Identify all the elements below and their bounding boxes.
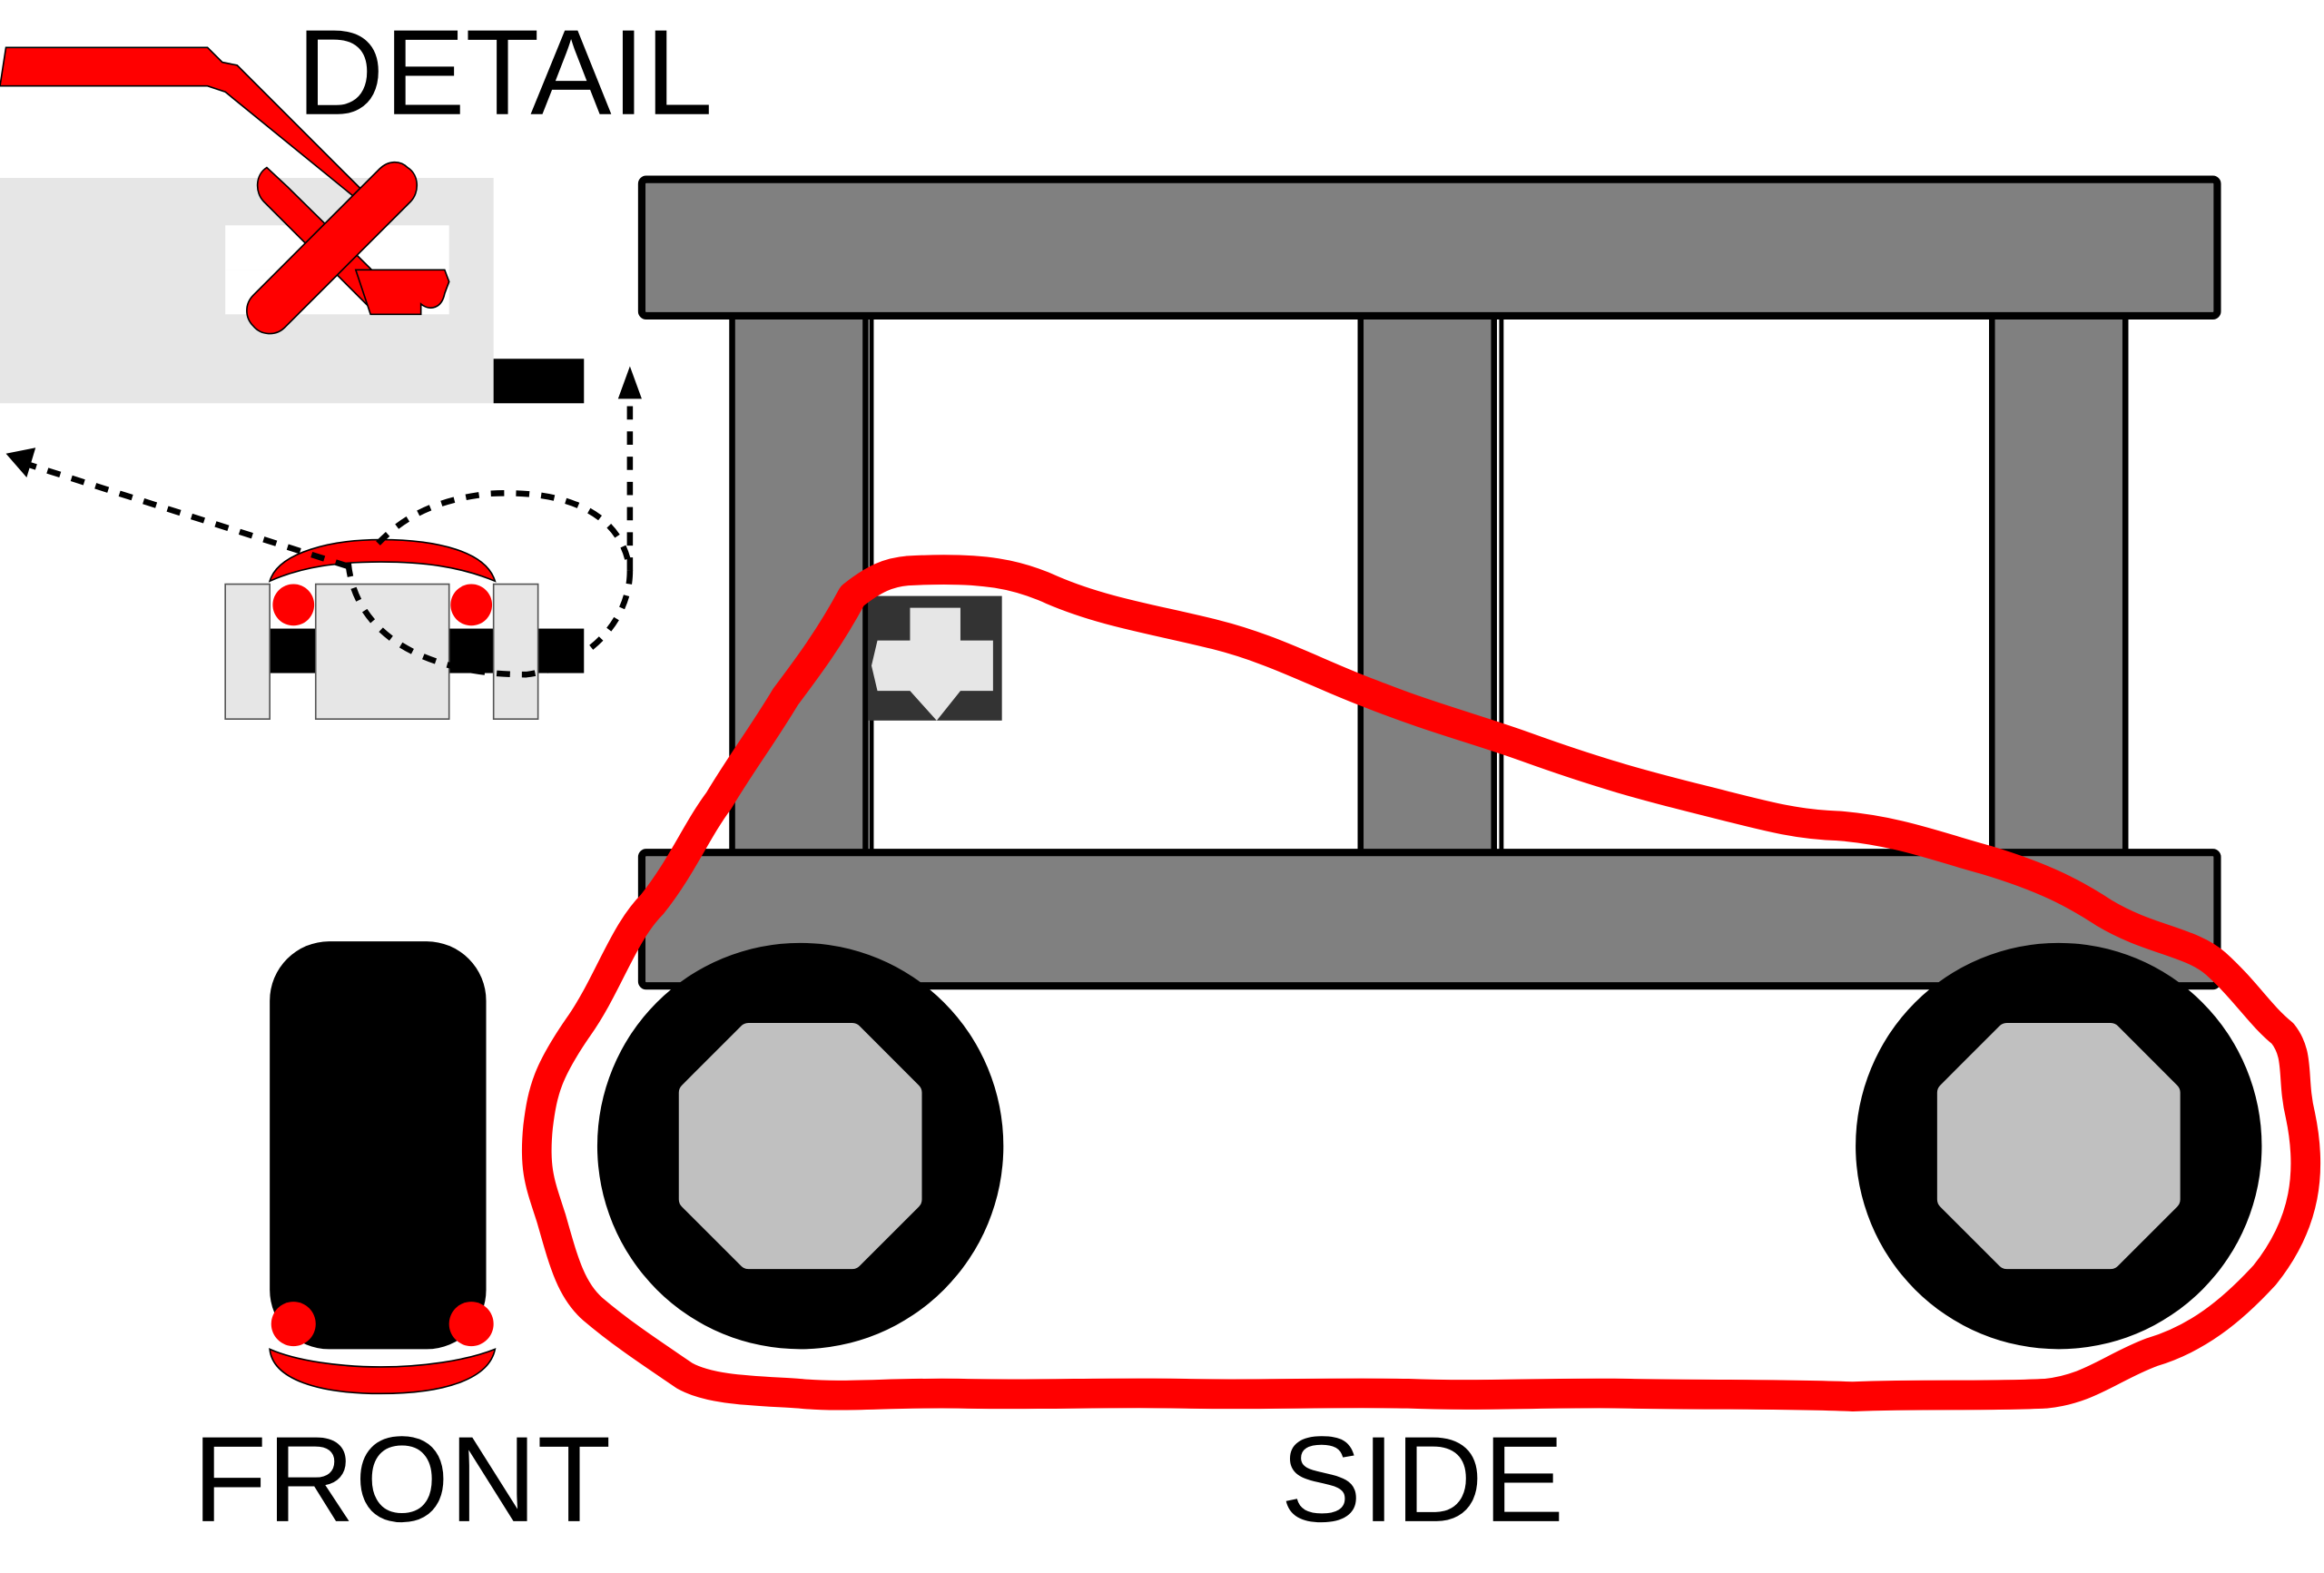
front-view xyxy=(269,941,497,1395)
front-track-band xyxy=(269,1348,497,1395)
rear-wheel-hub xyxy=(678,1023,922,1270)
cross-bracket-middle xyxy=(314,583,450,720)
cross-section xyxy=(5,366,642,720)
label-front: FRONT xyxy=(192,1412,611,1548)
front-tire xyxy=(270,941,487,1350)
cross-track-band xyxy=(268,538,497,583)
cross-bracket-right xyxy=(492,583,539,720)
frame-top-beam xyxy=(637,175,2221,320)
label-side: SIDE xyxy=(1281,1412,1564,1548)
callout-arrow-left xyxy=(5,447,36,477)
cross-bracket-left xyxy=(224,583,271,720)
frame-post-middle xyxy=(1357,308,1497,863)
drive-sprocket xyxy=(872,607,993,721)
callout-loop xyxy=(345,490,634,678)
front-track-guide-left xyxy=(271,1302,316,1347)
side-track xyxy=(521,555,2321,1411)
detail-track-foot xyxy=(354,269,450,316)
front-track-guide-right xyxy=(448,1302,494,1347)
detail-track-pin-cross xyxy=(246,161,418,335)
detail-axle xyxy=(493,359,585,404)
side-view xyxy=(521,175,2321,1411)
callout-arrow-up xyxy=(617,366,642,399)
detail-view xyxy=(0,46,585,404)
front-wheel-hub xyxy=(1936,1023,2181,1270)
label-detail: DETAIL xyxy=(297,5,714,141)
cross-guide-right xyxy=(450,584,493,626)
frame-post-right xyxy=(1989,308,2129,863)
cross-guide-left xyxy=(272,584,315,626)
callout-line-left xyxy=(21,459,350,570)
